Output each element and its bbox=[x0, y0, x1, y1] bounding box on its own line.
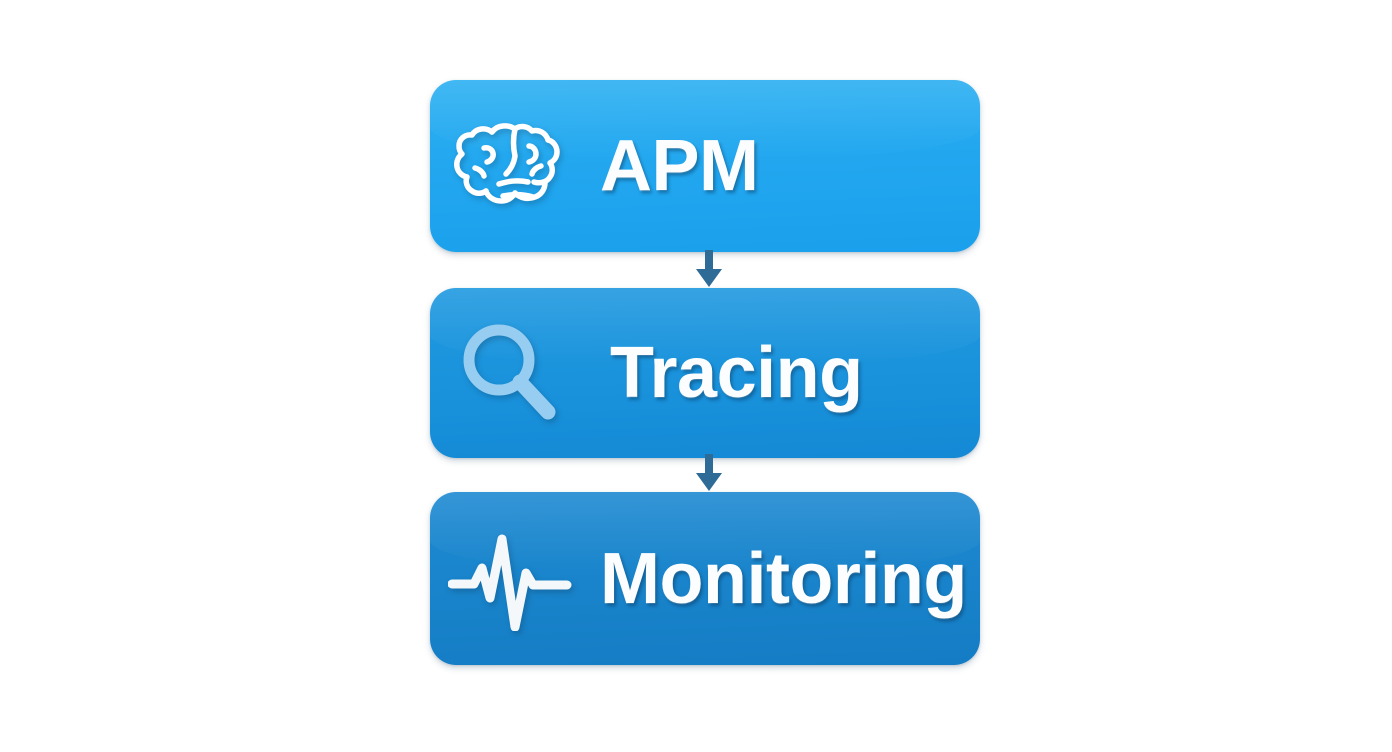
flow-node-apm[interactable]: APM bbox=[430, 80, 980, 252]
flow-node-label-monitoring: Monitoring bbox=[600, 538, 967, 619]
flow-node-label-tracing: Tracing bbox=[610, 333, 863, 413]
arrow-down-icon-tracing-to-monitoring bbox=[689, 454, 729, 494]
flow-node-tracing[interactable]: Tracing bbox=[430, 288, 980, 458]
flow-node-label-apm: APM bbox=[600, 126, 759, 206]
flow-node-monitoring[interactable]: Monitoring bbox=[430, 492, 980, 665]
pulse-waveform-icon bbox=[430, 492, 590, 665]
magnifier-icon bbox=[430, 288, 590, 458]
arrow-down-icon-apm-to-tracing bbox=[689, 250, 729, 290]
brain-icon bbox=[430, 80, 590, 252]
